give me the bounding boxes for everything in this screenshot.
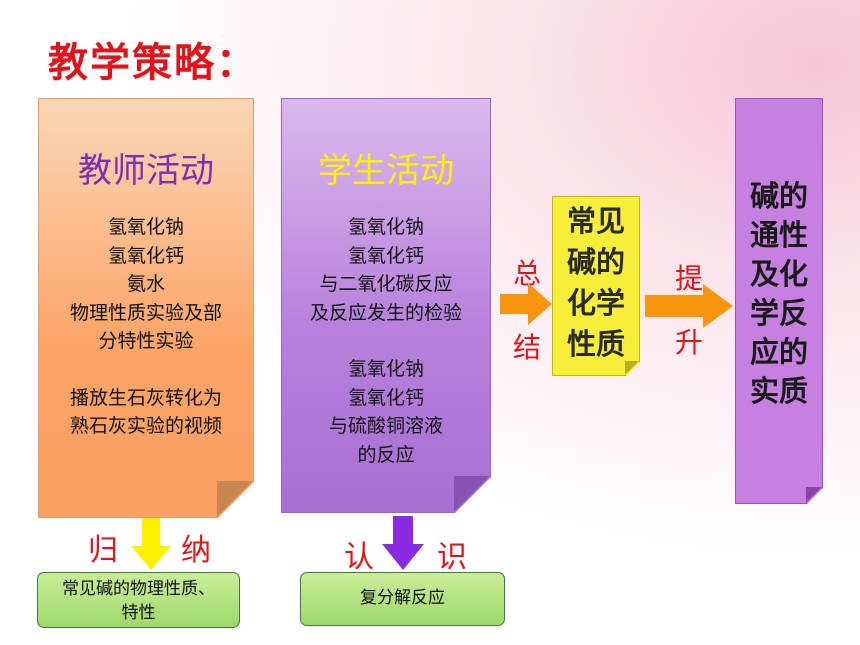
teacher-line: 物理性质实验及部 [69,301,222,324]
folded-corner [806,487,822,503]
green-box-line: 常见碱的物理性质、 [62,579,215,599]
student-activity-list: 氢氧化钠 氢氧化钙 与二氧化碳反应 及反应发生的检验 氢氧化钠 氢氧化钙 与硫酸… [282,213,490,469]
induce-label-right: 纳 [181,533,211,568]
summary-label-top: 总 [513,257,542,290]
teacher-activity-heading: 教师活动 [78,151,214,191]
box-line: 及化 [749,257,808,291]
teacher-activity-card: 教师活动 氢氧化钠 氢氧化钙 氨水 物理性质实验及部 分特性实验 播放生石灰转化… [38,98,254,518]
base-properties-essence-box: 碱的 通性 及化 学反 应的 实质 [735,98,823,504]
student-line: 与二氧化碳反应 [319,273,453,295]
student-line: 氢氧化钙 [347,244,424,267]
double-decomposition-box: 复分解反应 [300,572,505,626]
student-line: 及反应发生的检验 [309,301,462,324]
student-line: 氢氧化钙 [347,386,424,409]
induce-label-left: 归 [88,533,118,568]
teacher-line: 氨水 [126,273,165,295]
student-line: 与硫酸铜溶液 [328,415,443,437]
box-line: 性质 [566,327,625,361]
folded-corner [454,476,490,512]
raise-label-bottom: 升 [675,326,704,359]
recognize-label-right: 识 [437,540,467,575]
teacher-line: 氢氧化钙 [107,244,184,267]
box-line: 化学 [566,286,625,320]
common-base-chemistry-text: 常见 碱的 化学 性质 [553,201,639,365]
right-arrow-icon [645,284,733,328]
teacher-line: 分特性实验 [98,330,194,352]
common-base-chemistry-box: 常见 碱的 化学 性质 [552,196,640,376]
student-line: 氢氧化钠 [347,216,424,238]
green-box-line: 特性 [121,603,156,623]
teacher-line: 播放生石灰转化为 [69,386,222,409]
down-arrow-icon [382,516,424,570]
physical-properties-box: 常见碱的物理性质、 特性 [37,572,240,628]
down-arrow-icon [131,518,171,570]
base-properties-essence-text: 碱的 通性 及化 学反 应的 实质 [736,177,822,411]
folded-corner [217,481,253,517]
box-line: 常见 [566,204,625,238]
recognize-label-left: 认 [344,540,374,575]
box-line: 实质 [749,374,808,408]
box-line: 通性 [749,218,808,252]
page-title: 教学策略： [48,40,258,86]
teacher-activity-list: 氢氧化钠 氢氧化钙 氨水 物理性质实验及部 分特性实验 播放生石灰转化为 熟石灰… [39,213,253,441]
raise-label-top: 提 [675,262,704,295]
student-line: 氢氧化钠 [347,358,424,380]
box-line: 学反 [749,296,808,330]
student-line: 的反应 [357,443,415,466]
right-arrow-icon [500,283,552,325]
box-line: 应的 [749,335,808,369]
student-activity-heading: 学生活动 [318,151,454,191]
teacher-line: 氢氧化钠 [107,216,184,238]
summary-label-bottom: 结 [513,331,542,364]
box-line: 碱的 [749,179,808,213]
student-activity-card: 学生活动 氢氧化钠 氢氧化钙 与二氧化碳反应 及反应发生的检验 氢氧化钠 氢氧化… [281,98,491,513]
box-line: 碱的 [566,245,625,279]
teacher-line: 熟石灰实验的视频 [69,415,222,437]
